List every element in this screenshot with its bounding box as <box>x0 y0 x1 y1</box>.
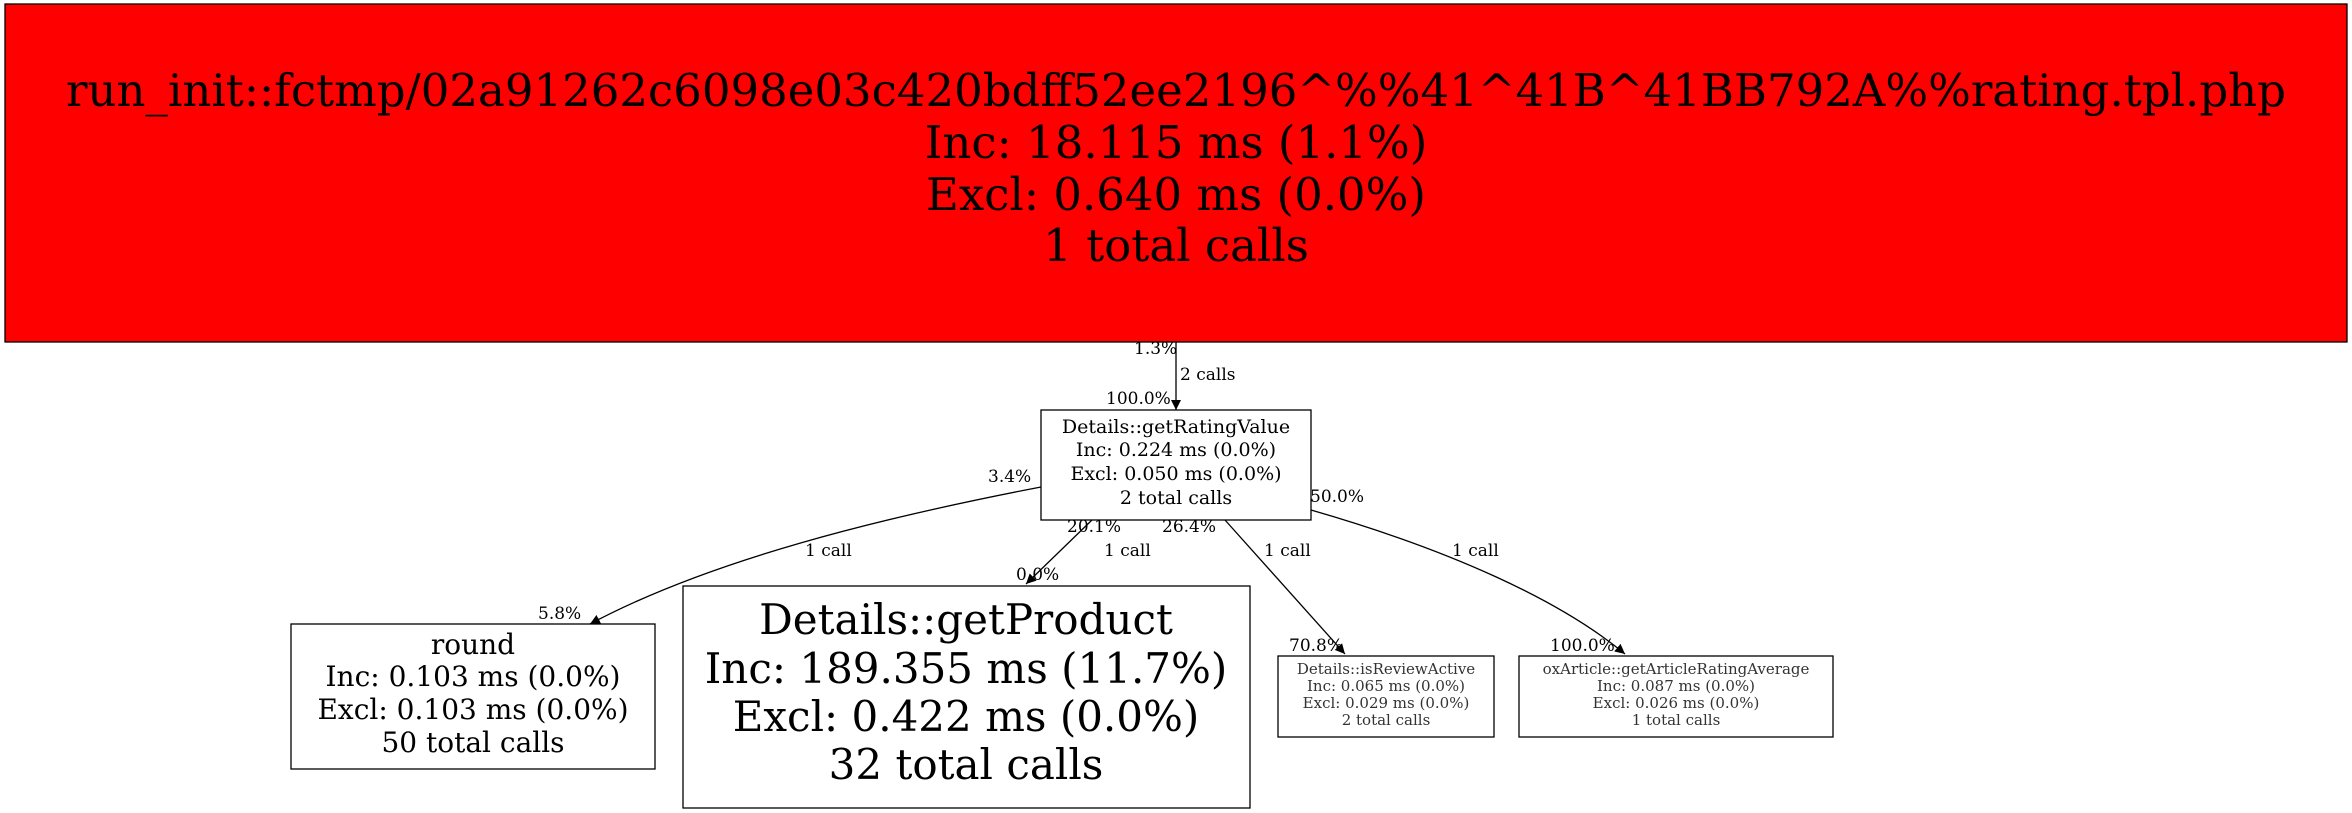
node-inclusive-time: Inc: 0.065 ms (0.0%) <box>1307 677 1465 695</box>
node-box <box>682 585 1251 809</box>
node-total-calls: 1 total calls <box>1043 219 1309 272</box>
edge-line <box>1025 519 1093 585</box>
node-function-name: Details::getProduct <box>759 595 1173 644</box>
node-function-name: Details::isReviewActive <box>1297 660 1475 678</box>
node-inclusive-time: Inc: 18.115 ms (1.1%) <box>925 116 1428 169</box>
edge-get-rating-value-to-get-product: 20.1% 1 call 0.0% <box>1016 517 1151 585</box>
edge-line <box>1310 509 1626 655</box>
edge-tail-label: 20.1% <box>1067 517 1121 537</box>
node-box <box>1040 409 1312 521</box>
node-exclusive-time: Excl: 0.026 ms (0.0%) <box>1593 694 1760 712</box>
edge-line <box>1224 519 1346 655</box>
edge-calls-label: 1 call <box>1264 541 1311 561</box>
node-get-rating-value[interactable]: Details::getRatingValue Inc: 0.224 ms (0… <box>1040 409 1312 521</box>
edge-head-label: 5.8% <box>538 604 581 624</box>
edge-head-label: 0.0% <box>1016 565 1059 585</box>
node-exclusive-time: Excl: 0.029 ms (0.0%) <box>1303 694 1470 712</box>
node-function-name: run_init::fctmp/02a91262c6098e03c420bdff… <box>66 64 2286 117</box>
node-root-rating-template[interactable]: run_init::fctmp/02a91262c6098e03c420bdff… <box>4 3 2348 343</box>
node-total-calls: 2 total calls <box>1120 487 1232 509</box>
edge-head-label: 100.0% <box>1550 636 1615 656</box>
node-total-calls: 1 total calls <box>1632 711 1721 729</box>
node-inclusive-time: Inc: 0.103 ms (0.0%) <box>326 660 621 693</box>
node-box <box>1518 655 1834 738</box>
edge-get-rating-value-to-is-review-active: 26.4% 1 call 70.8% <box>1162 517 1346 656</box>
node-function-name: Details::getRatingValue <box>1062 416 1290 438</box>
edge-calls-label: 1 call <box>1452 541 1499 561</box>
node-exclusive-time: Excl: 0.050 ms (0.0%) <box>1070 463 1281 485</box>
node-total-calls: 2 total calls <box>1342 711 1431 729</box>
node-function-name: oxArticle::getArticleRatingAverage <box>1543 660 1810 678</box>
edge-tail-label: 3.4% <box>988 467 1031 487</box>
node-total-calls: 32 total calls <box>829 740 1104 789</box>
edge-calls-label: 1 call <box>805 541 852 561</box>
edge-get-rating-value-to-round: 3.4% 1 call 5.8% <box>538 467 1042 625</box>
node-total-calls: 50 total calls <box>381 726 564 759</box>
node-exclusive-time: Excl: 0.640 ms (0.0%) <box>926 168 1426 221</box>
node-inclusive-time: Inc: 0.087 ms (0.0%) <box>1597 677 1755 695</box>
node-is-review-active[interactable]: Details::isReviewActive Inc: 0.065 ms (0… <box>1277 655 1495 738</box>
edge-head-label: 70.8% <box>1289 636 1343 656</box>
edge-tail-label: 1.3% <box>1134 339 1177 359</box>
node-get-article-rating-average[interactable]: oxArticle::getArticleRatingAverage Inc: … <box>1518 655 1834 738</box>
edge-head-label: 100.0% <box>1106 389 1171 409</box>
node-exclusive-time: Excl: 0.103 ms (0.0%) <box>317 693 628 726</box>
node-box <box>1277 655 1495 738</box>
node-function-name: round <box>431 628 515 661</box>
edge-tail-label: 50.0% <box>1310 487 1364 507</box>
edge-calls-label: 2 calls <box>1180 365 1235 385</box>
node-get-product[interactable]: Details::getProduct Inc: 189.355 ms (11.… <box>682 585 1251 809</box>
node-box <box>4 3 2348 343</box>
node-inclusive-time: Inc: 189.355 ms (11.7%) <box>705 644 1228 693</box>
edge-tail-label: 26.4% <box>1162 517 1216 537</box>
edge-line <box>589 486 1042 625</box>
edge-root-to-get-rating-value: 1.3% 2 calls 100.0% <box>1106 339 1235 410</box>
node-round[interactable]: round Inc: 0.103 ms (0.0%) Excl: 0.103 m… <box>290 623 656 770</box>
node-exclusive-time: Excl: 0.422 ms (0.0%) <box>733 692 1200 741</box>
node-inclusive-time: Inc: 0.224 ms (0.0%) <box>1076 439 1276 461</box>
edge-get-rating-value-to-get-article-rating-average: 50.0% 1 call 100.0% <box>1310 487 1626 656</box>
edge-calls-label: 1 call <box>1104 541 1151 561</box>
node-box <box>290 623 656 770</box>
